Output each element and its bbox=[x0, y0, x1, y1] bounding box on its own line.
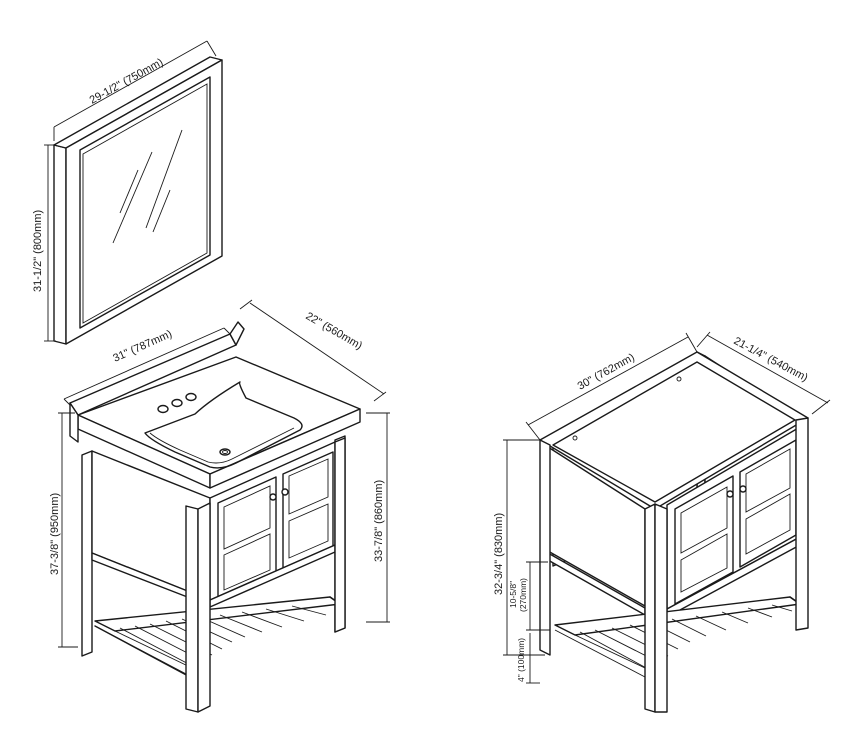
vanity-cabinet-height-dimension: 33-7/8" (860mm) bbox=[366, 412, 390, 623]
cabinet-height-dimension: 32-3/4" (830mm) bbox=[493, 439, 545, 656]
vanity-with-top bbox=[69, 321, 361, 713]
vanity-total-height-dimension: 37-3/8" (950mm) bbox=[49, 412, 78, 648]
cabinet-only bbox=[539, 351, 809, 713]
mirror-height-label: 31-1/2" (800mm) bbox=[32, 210, 44, 292]
mirror bbox=[53, 56, 223, 345]
cabinet-depth-label: 21-1/4" (540mm) bbox=[732, 335, 810, 384]
cabinet-height-label: 32-3/4" (830mm) bbox=[493, 513, 505, 595]
cabinet-shelf-gap-mm-label: (270mm) bbox=[518, 578, 528, 612]
cabinet-leg-height-label: 4" (100mm) bbox=[516, 638, 526, 682]
mirror-height-dimension: 31-1/2" (800mm) bbox=[32, 144, 56, 342]
vanity-width-label: 31" (787mm) bbox=[111, 328, 174, 365]
vanity-cabinet-height-label: 33-7/8" (860mm) bbox=[373, 480, 385, 562]
vanity-total-height-label: 37-3/8" (950mm) bbox=[49, 493, 61, 575]
cabinet-shelf-gap-inch-label: 10-5/8" bbox=[508, 581, 518, 608]
cabinet-leg-height-dimension: 4" (100mm) bbox=[516, 633, 540, 684]
cabinet-shelf-gap-dimension: 10-5/8" (270mm) bbox=[508, 561, 550, 631]
cabinet-width-label: 30" (762mm) bbox=[576, 351, 637, 392]
